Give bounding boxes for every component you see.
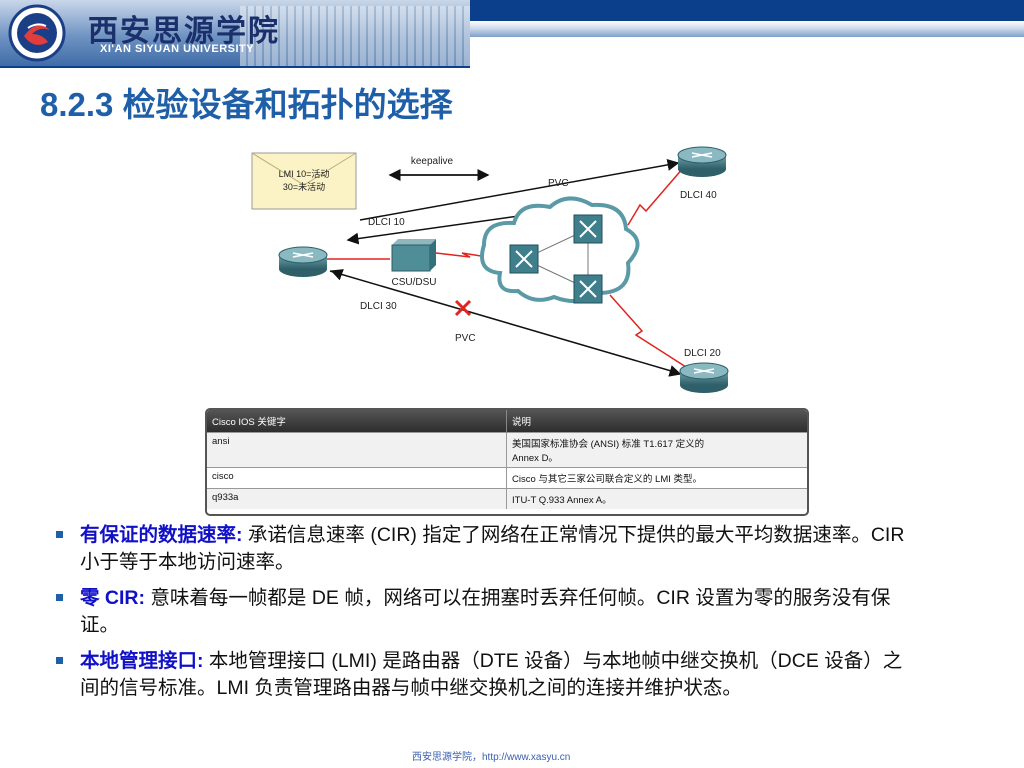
description-cell: Cisco 与其它三家公司联合定义的 LMI 类型。	[506, 467, 807, 489]
bullet-item: 有保证的数据速率: 承诺信息速率 (CIR) 指定了网络在正常情况下提供的最大平…	[56, 522, 910, 576]
keyword-cell: cisco	[207, 467, 507, 489]
school-name-en: XI'AN SIYUAN UNIVERSITY	[100, 43, 255, 55]
bullet-text: 意味着每一帧都是 DE 帧，网络可以在拥塞时丢弃任何帧。CIR 设置为零的服务没…	[80, 587, 891, 636]
table-header-row: Cisco IOS 关键字 说明	[207, 410, 807, 433]
campus-building-image	[240, 6, 470, 66]
keyword-cell: ansi	[207, 432, 507, 468]
cloud-icon	[480, 196, 640, 304]
table-row: cisco Cisco 与其它三家公司联合定义的 LMI 类型。	[207, 467, 807, 489]
footer-link[interactable]: 西安思源学院，http://www.xasyu.cn	[412, 752, 571, 763]
bullet-item: 本地管理接口: 本地管理接口 (LMI) 是路由器（DTE 设备）与本地帧中继交…	[56, 648, 910, 702]
pvc-bottom-arrowhead	[668, 365, 682, 377]
description-line: 美国国家标准协会 (ANSI) 标准 T1.617 定义的	[512, 439, 705, 450]
header-divider	[0, 66, 470, 68]
cloud-to-dlci40-link	[627, 166, 685, 226]
dlci-10-arrow	[346, 212, 541, 245]
lmi-type-table: Cisco IOS 关键字 说明 ansi 美国国家标准协会 (ANSI) 标准…	[205, 408, 809, 516]
header-top-bar	[470, 0, 1024, 21]
csu-dsu-label: CSU/DSU	[391, 277, 436, 288]
description-cell: ITU-T Q.933 Annex A。	[506, 488, 807, 509]
envelope-line-2: 30=未活动	[283, 181, 325, 192]
keepalive-arrow: keepalive	[388, 156, 490, 181]
table-row: q933a ITU-T Q.933 Annex A。	[207, 488, 807, 509]
column-header-keyword: Cisco IOS 关键字	[207, 410, 507, 433]
bullet-square-icon	[56, 531, 63, 538]
router-icon	[677, 146, 727, 177]
frame-relay-diagram: LMI 10=活动 30=未活动 keepalive PVC DLCI 10 D…	[251, 146, 729, 393]
envelope-icon: LMI 10=活动 30=未活动	[251, 152, 357, 210]
bullet-lead: 本地管理接口:	[80, 650, 204, 672]
keyword-cell: q933a	[207, 488, 507, 509]
bullet-item: 零 CIR: 意味着每一帧都是 DE 帧，网络可以在拥塞时丢弃任何帧。CIR 设…	[56, 585, 910, 639]
bullet-text: 本地管理接口 (LMI) 是路由器（DTE 设备）与本地帧中继交换机（DCE 设…	[80, 650, 903, 699]
keepalive-label: keepalive	[411, 156, 454, 167]
bullet-text: 承诺信息速率 (CIR) 指定了网络在正常情况下提供的最大平均数据速率。CIR …	[80, 524, 905, 573]
bullet-lead: 有保证的数据速率:	[80, 524, 243, 546]
header-gradient-stripe	[470, 21, 1024, 37]
pvc-top-arrow	[359, 158, 680, 221]
table-row: ansi 美国国家标准协会 (ANSI) 标准 T1.617 定义的 Annex…	[207, 432, 807, 468]
bullet-lead: 零 CIR:	[80, 587, 145, 609]
router-icon	[278, 246, 328, 277]
dlci-30-label: DLCI 30	[360, 301, 397, 312]
pvc-bottom-label: PVC	[455, 333, 476, 344]
bullet-square-icon	[56, 657, 63, 664]
school-name-cn: 西安思源学院	[88, 14, 280, 49]
pvc-top-label: PVC	[548, 178, 569, 189]
dlci-10-label: DLCI 10	[368, 217, 405, 228]
dlci-40-label: DLCI 40	[680, 190, 717, 201]
frame-relay-switch-icon	[509, 214, 603, 304]
description-line: Annex D。	[512, 453, 558, 464]
pvc-bottom-line	[329, 270, 679, 374]
envelope-line-1: LMI 10=活动	[279, 168, 330, 179]
bullet-list: 有保证的数据速率: 承诺信息速率 (CIR) 指定了网络在正常情况下提供的最大平…	[56, 522, 936, 711]
csu-dsu-icon: CSU/DSU	[391, 239, 437, 288]
bullet-square-icon	[56, 594, 63, 601]
column-header-description: 说明	[506, 410, 807, 433]
cloud-to-dlci20-link	[609, 294, 687, 368]
description-cell: 美国国家标准协会 (ANSI) 标准 T1.617 定义的 Annex D。	[506, 432, 807, 468]
dlci-30-arrowhead	[330, 269, 344, 281]
router-icon	[679, 362, 729, 393]
university-logo	[8, 4, 66, 62]
page-title: 8.2.3 检验设备和拓扑的选择	[40, 86, 453, 123]
x-mark-icon	[454, 299, 472, 317]
dlci-20-label: DLCI 20	[684, 348, 721, 359]
header-banner	[0, 0, 470, 66]
